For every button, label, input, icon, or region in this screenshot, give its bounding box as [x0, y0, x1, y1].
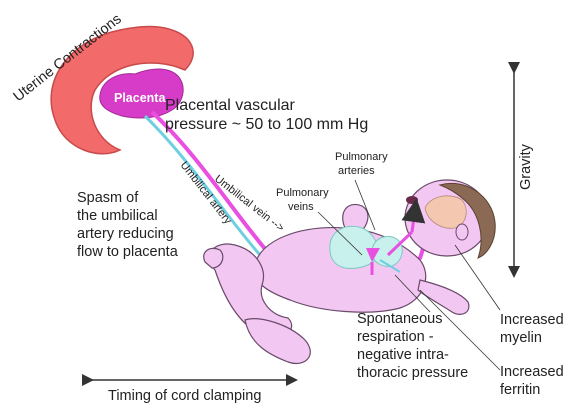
spasm-line2: the umbilical: [77, 208, 158, 224]
increased-myelin-line1: Increased: [500, 312, 564, 328]
spontaneous-line1: Spontaneous: [357, 311, 442, 327]
spasm-line4: flow to placenta: [77, 244, 179, 260]
spontaneous-line4: thoracic pressure: [357, 365, 468, 381]
pulmonary-veins-line1: Pulmonary: [276, 187, 329, 199]
pulmonary-arteries-line1: Pulmonary: [335, 151, 388, 163]
placenta-label: Placenta: [114, 91, 166, 105]
pulmonary-veins-line2: veins: [288, 201, 314, 213]
timing-cord-clamping-label: Timing of cord clamping: [108, 388, 261, 404]
umbilical-vein-label: Umbilical vein -->: [212, 173, 286, 235]
increased-myelin-line2: myelin: [500, 330, 542, 346]
gravity-label: Gravity: [518, 143, 534, 190]
placental-pressure-line1: Placental vascular: [165, 97, 296, 114]
spontaneous-line2: respiration -: [357, 329, 434, 345]
increased-ferritin-line1: Increased: [500, 364, 564, 380]
increased-ferritin-line2: ferritin: [500, 382, 540, 398]
spasm-line3: artery reducing: [77, 226, 174, 242]
spasm-line1: Spasm of: [77, 190, 139, 206]
placental-pressure-line2: pressure ~ 50 to 100 mm Hg: [165, 116, 368, 133]
spontaneous-line3: negative intra-: [357, 347, 449, 363]
pulmonary-arteries-line2: arteries: [338, 165, 375, 177]
